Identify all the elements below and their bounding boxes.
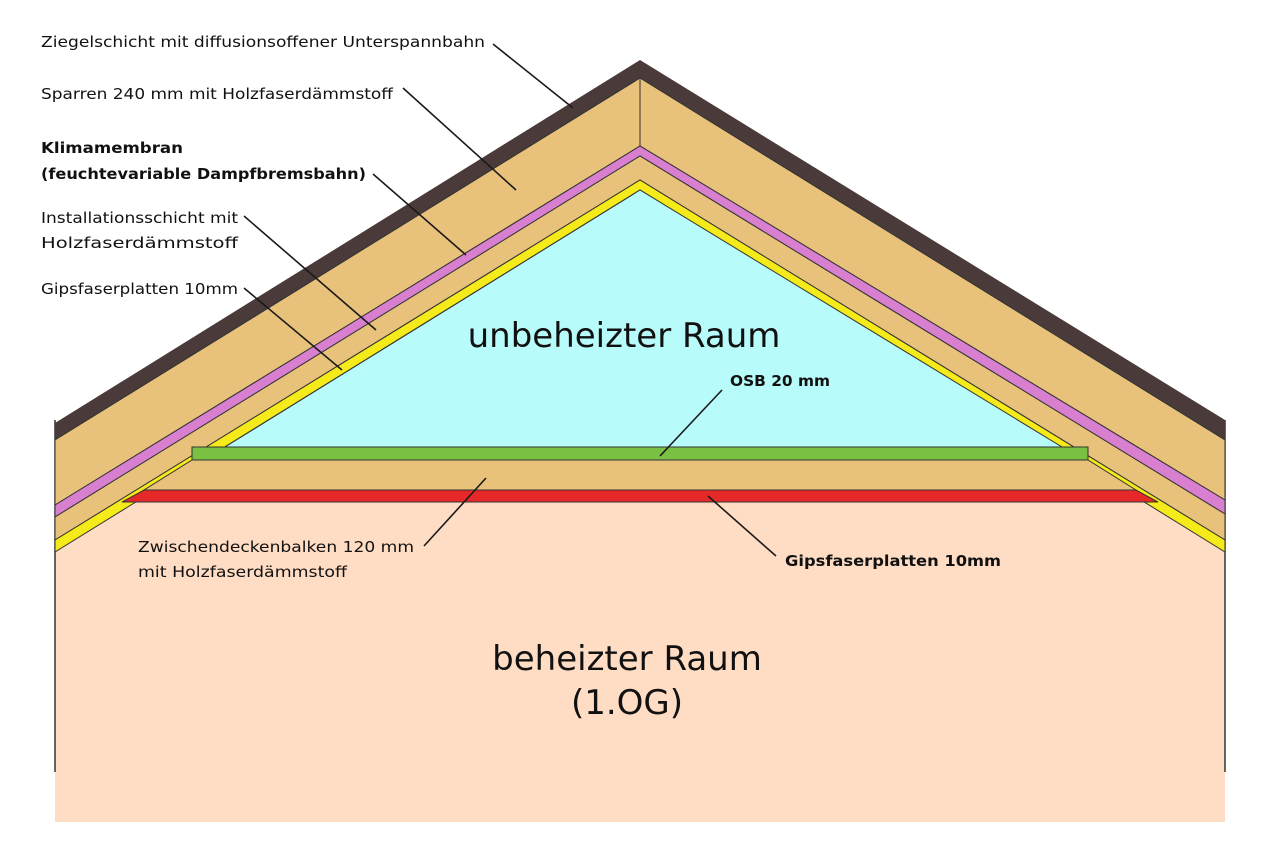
beams-label-line2: mit Holzfaserdämmstoff (138, 563, 348, 581)
ceiling-beam-layer (142, 459, 1138, 491)
membrane-label-line2: (feuchtevariable Dampfbremsbahn) (41, 165, 366, 183)
rafters-label: Sparren 240 mm mit Holzfaserdämmstoff (41, 85, 394, 103)
gypsum-board-ceiling-layer (121, 489, 1159, 503)
gypsum-board-roof-layer (54, 179, 1226, 553)
leader-beams (423, 477, 487, 547)
heated-room-label: beheizter Raum (492, 639, 762, 679)
gypsum-roof-label: Gipsfaserplatten 10mm (41, 280, 238, 298)
tiles-label: Ziegelschicht mit diffusionsoffener Unte… (41, 33, 485, 51)
leader-rafters (402, 87, 517, 191)
heated-room-area (55, 500, 1225, 822)
membrane-label-line1: Klimamembran (41, 139, 183, 157)
unheated-room-label: unbeheizter Raum (468, 316, 781, 356)
installation-label-line2: Holzfaserdämmstoff (41, 234, 239, 252)
leader-installation (243, 215, 377, 331)
installation-label-line1: Installationsschicht mit (41, 209, 238, 227)
leader-tiles (492, 43, 574, 109)
leader-osb (659, 389, 723, 457)
leader-gypsum-roof (243, 287, 343, 371)
beams-label-line1: Zwischendeckenbalken 120 mm (138, 538, 414, 556)
gypsum-ceiling-label: Gipsfaserplatten 10mm (785, 552, 1001, 570)
heated-room-floor-label: (1.OG) (571, 683, 683, 723)
leader-membrane (372, 173, 467, 256)
osb-label: OSB 20 mm (730, 372, 830, 390)
osb-layer (191, 446, 1089, 461)
leader-gypsum-ceiling (707, 495, 777, 557)
